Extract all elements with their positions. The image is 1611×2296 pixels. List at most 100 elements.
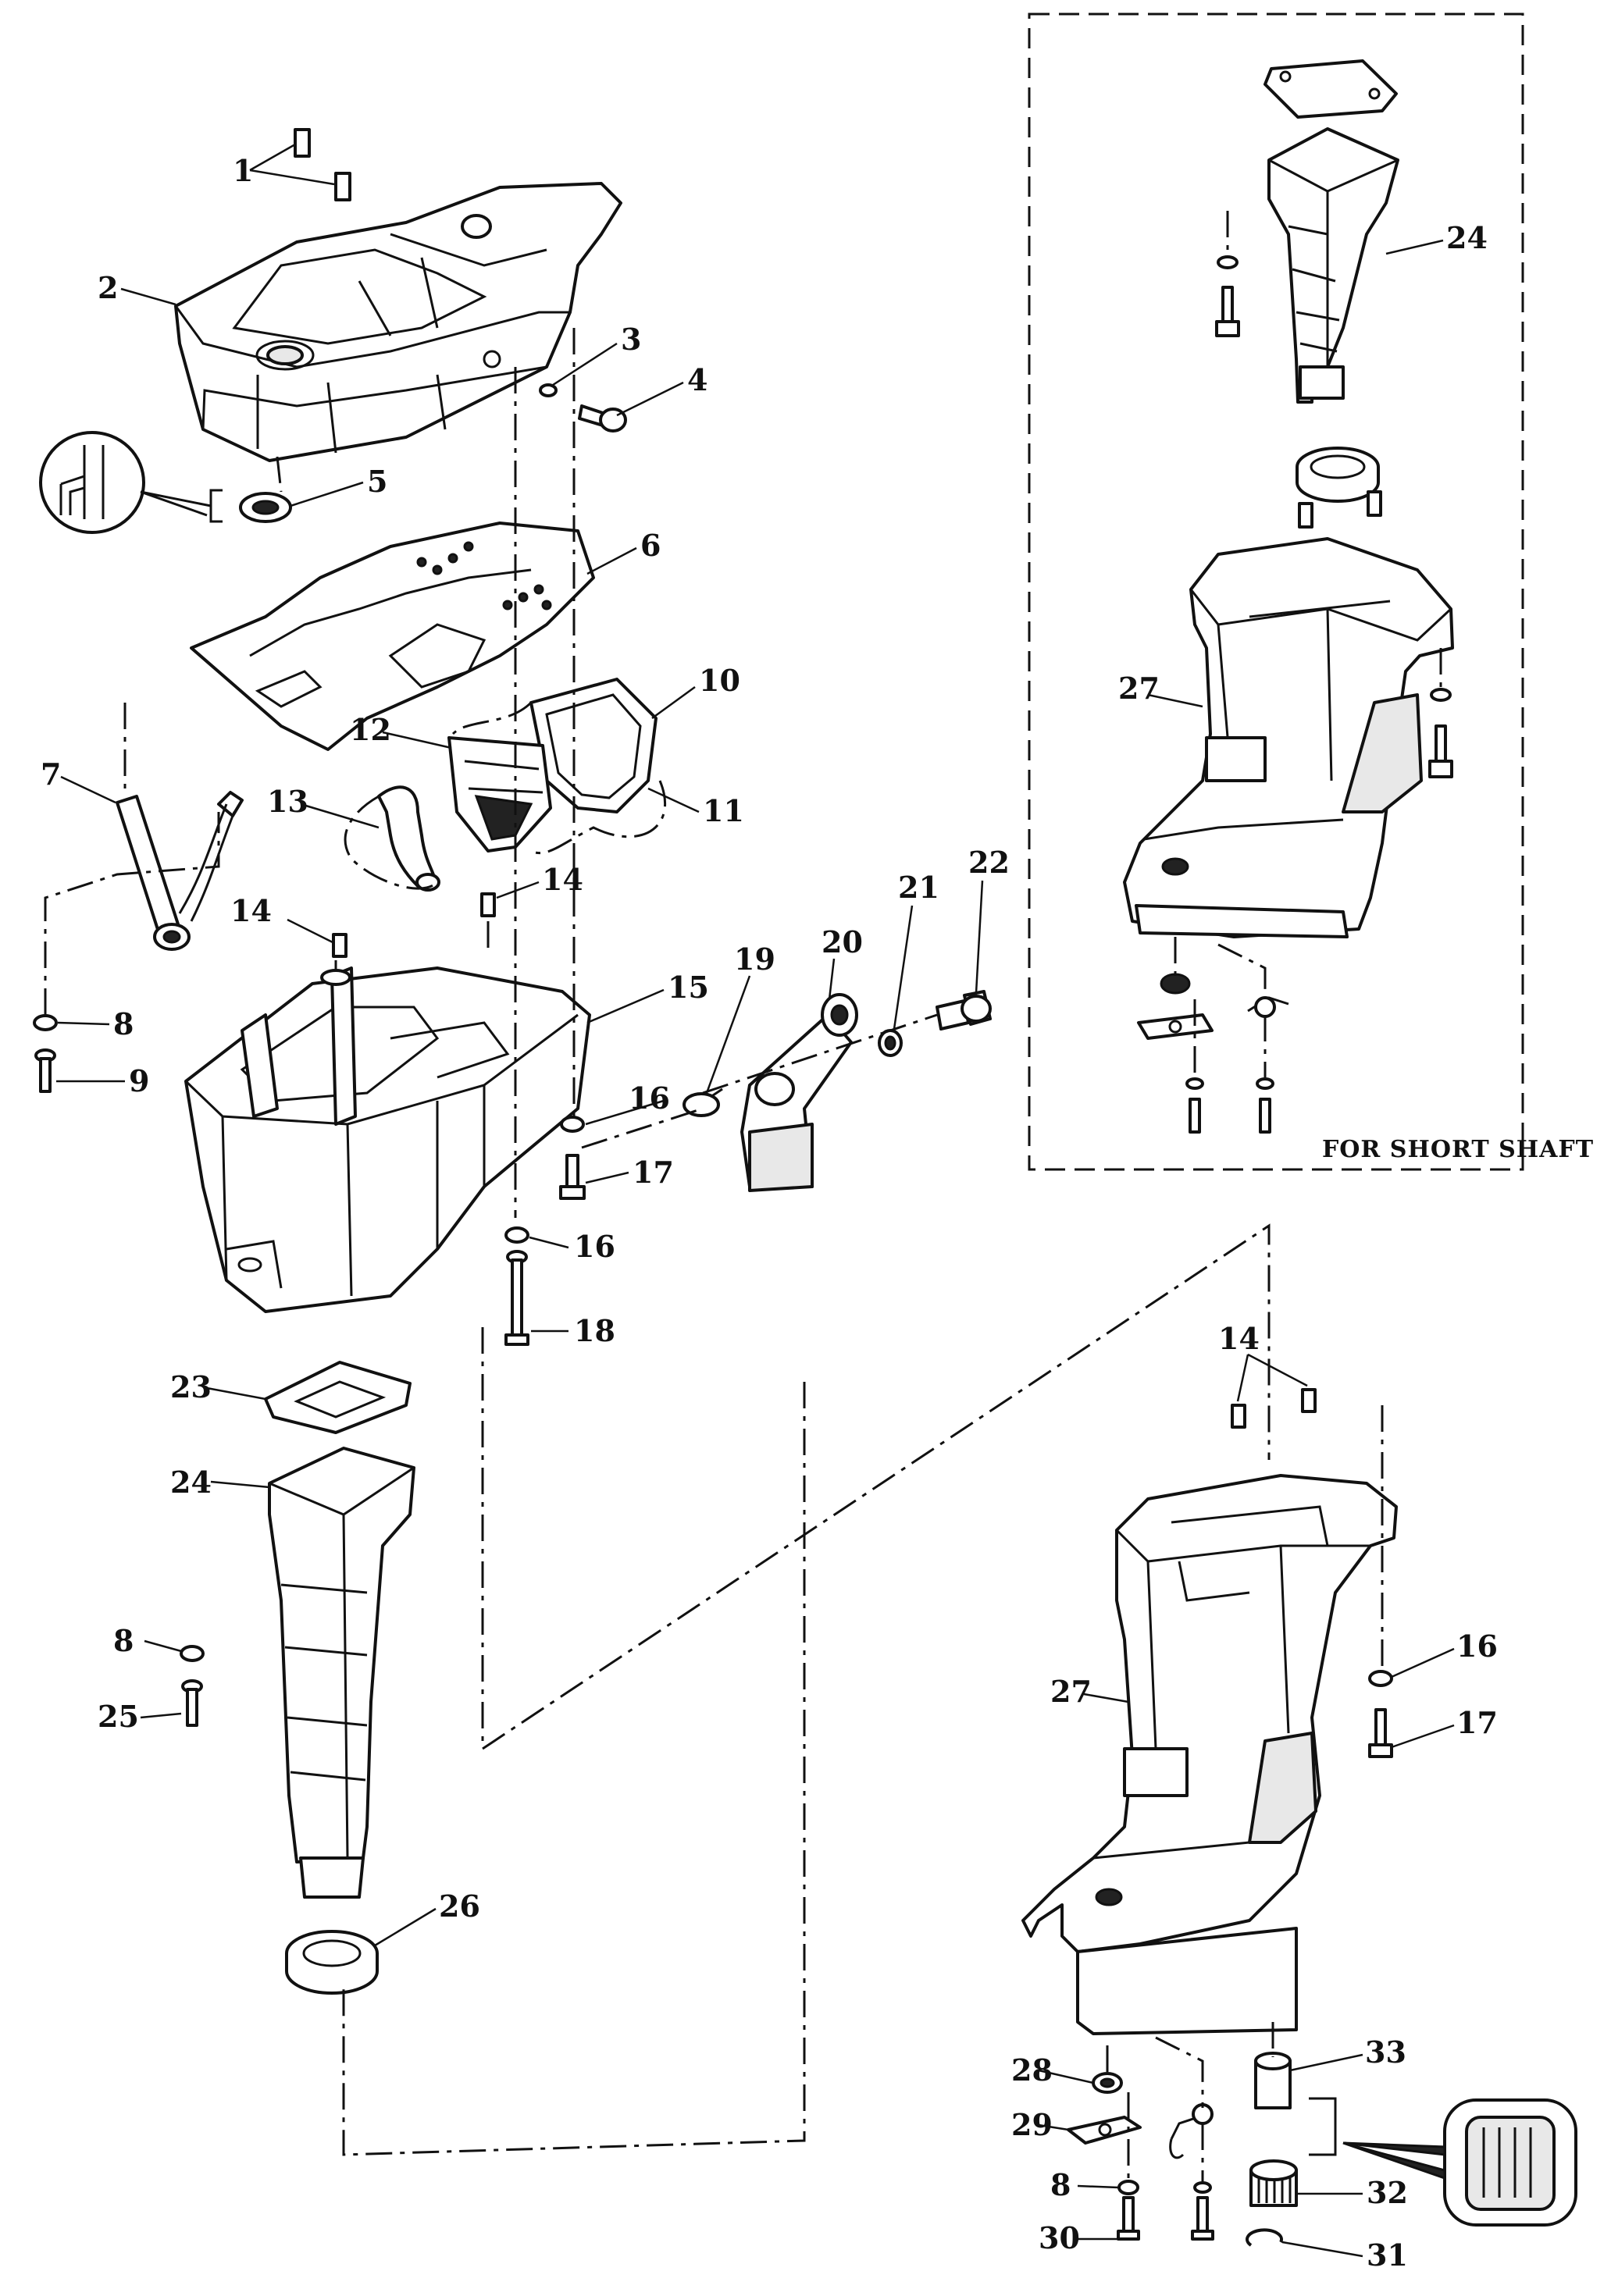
callout-8-mid: 8 <box>113 1623 134 1658</box>
callout-19: 19 <box>734 942 775 977</box>
exhaust-guide-frame <box>529 678 658 813</box>
callout-27-inset: 27 <box>1118 671 1160 706</box>
callout-5: 5 <box>367 464 387 499</box>
callout-27-main: 27 <box>1050 1674 1092 1709</box>
assembly-lines <box>44 211 1442 2182</box>
drive-shaft-housing <box>268 1447 415 1899</box>
callout-17-right: 17 <box>1456 1705 1498 1740</box>
exhaust-elbow <box>740 993 858 1192</box>
washer <box>180 1645 205 1662</box>
callout-8-right: 8 <box>1050 2167 1071 2202</box>
dowel-pin <box>1231 1404 1246 1429</box>
callout-labels: 1 2 3 4 5 6 7 8 9 10 11 12 13 14 14 15 1… <box>41 153 1498 2273</box>
inset-dowel-pin <box>1298 502 1313 529</box>
washer <box>33 1014 58 1031</box>
washer <box>1117 2180 1139 2195</box>
callout-23: 23 <box>170 1369 212 1404</box>
callout-8-left: 8 <box>113 1006 134 1041</box>
inset-bolt-right <box>1428 688 1453 778</box>
ground-wire <box>1169 2103 1214 2159</box>
screw <box>1117 2196 1140 2241</box>
washer <box>504 1226 529 1244</box>
callout-13: 13 <box>267 784 308 819</box>
callout-31: 31 <box>1367 2237 1408 2273</box>
callout-14-upper: 14 <box>542 862 583 897</box>
callout-7: 7 <box>41 756 61 792</box>
callout-30: 30 <box>1039 2220 1080 2255</box>
inset-border <box>1028 12 1524 1171</box>
bushing <box>1254 2052 1292 2109</box>
dowel-pin <box>294 128 311 158</box>
callout-25: 25 <box>98 1699 139 1734</box>
seal-ring <box>285 1930 379 1995</box>
washer <box>539 383 558 397</box>
callout-28: 28 <box>1011 2052 1053 2088</box>
callout-11: 11 <box>703 793 744 828</box>
callout-29: 29 <box>1011 2107 1053 2142</box>
screw <box>1191 2181 1214 2241</box>
hose-clamp <box>683 1087 723 1117</box>
gasket <box>190 521 595 751</box>
cover-plate <box>1067 2116 1142 2145</box>
callout-16-upper: 16 <box>629 1080 670 1116</box>
short-shaft-inset: FOR SHORT SHAFT <box>1028 12 1593 1171</box>
inset-gasket <box>1263 59 1398 119</box>
inset-seal-ring <box>1296 447 1380 503</box>
callout-15: 15 <box>668 970 709 1005</box>
callout-16-lower: 16 <box>574 1229 615 1264</box>
callout-3: 3 <box>621 322 641 357</box>
upper-mounting-plate <box>174 182 622 462</box>
callout-4: 4 <box>687 362 707 397</box>
callout-6: 6 <box>640 528 661 563</box>
washer <box>560 1116 585 1133</box>
long-bolt <box>504 1250 529 1346</box>
callout-1: 1 <box>233 153 253 188</box>
callout-20: 20 <box>822 924 863 959</box>
circlip <box>1246 2228 1283 2247</box>
gasket-small <box>264 1361 412 1434</box>
inset-bolt-24 <box>1215 255 1240 337</box>
dowel-pin <box>1301 1388 1317 1413</box>
inset-dowel-pin <box>1367 490 1382 517</box>
callout-24-inset: 24 <box>1446 220 1488 255</box>
upper-casing <box>1021 1474 1398 2035</box>
water-tube-bracket <box>116 791 244 951</box>
dowel-pin <box>334 172 351 201</box>
callout-32: 32 <box>1367 2175 1408 2210</box>
washer <box>1368 1670 1393 1687</box>
callout-33: 33 <box>1365 2034 1406 2070</box>
grommet <box>1092 2072 1123 2094</box>
callout-14-lower: 14 <box>230 893 272 928</box>
callout-26: 26 <box>439 1888 480 1924</box>
leader-lines <box>56 143 1455 2258</box>
callout-21: 21 <box>898 870 939 905</box>
callout-14-right: 14 <box>1218 1321 1260 1356</box>
callout-12: 12 <box>350 712 391 747</box>
dowel-pin <box>480 892 496 917</box>
water-hose <box>377 785 440 892</box>
callout-18: 18 <box>574 1313 615 1348</box>
dowel-pin <box>332 933 348 958</box>
callout-22: 22 <box>968 845 1010 880</box>
callout-2: 2 <box>98 270 118 305</box>
inset-upper-casing <box>1123 537 1454 938</box>
oil-seal <box>239 492 292 523</box>
callout-10: 10 <box>699 663 740 698</box>
bearing-detail-bubble <box>1309 2097 1577 2227</box>
bolt <box>578 404 627 433</box>
inset-drive-shaft-housing <box>1267 127 1399 404</box>
callout-9: 9 <box>129 1063 149 1098</box>
drain-plug <box>936 990 992 1031</box>
oil-pan <box>184 966 591 1313</box>
bolt <box>559 1154 586 1200</box>
guide-plate <box>447 736 552 853</box>
bolt <box>1368 1708 1393 1758</box>
screw <box>181 1679 203 1727</box>
seal-detail-bubble <box>39 431 223 534</box>
callout-17-left: 17 <box>633 1155 674 1190</box>
screw <box>34 1048 56 1093</box>
needle-bearing <box>1249 2159 1298 2207</box>
callout-16-right: 16 <box>1456 1629 1498 1664</box>
